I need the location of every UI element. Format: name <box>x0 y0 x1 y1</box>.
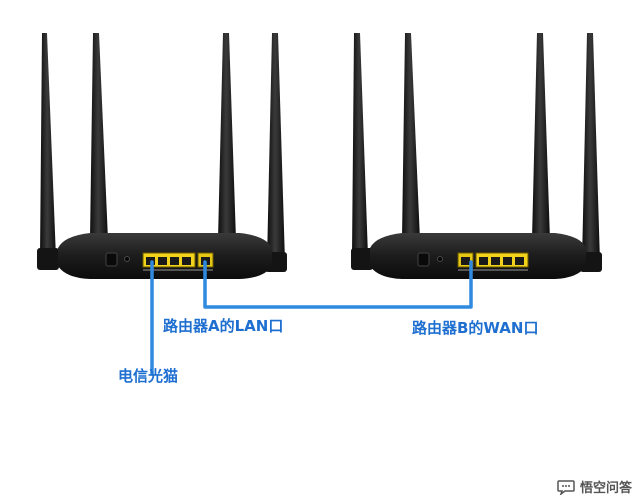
router-b-antenna <box>352 33 368 256</box>
router-a-antenna <box>40 33 56 258</box>
router-a-antenna-base <box>37 248 59 270</box>
router-b-antenna <box>402 33 420 240</box>
label-telecom-modem: 电信光猫 <box>118 367 179 385</box>
router-a-antenna <box>90 33 108 240</box>
router-a-power-port <box>105 252 118 267</box>
router-b-antenna-base <box>351 248 373 270</box>
watermark: 悟空问答 <box>557 477 632 496</box>
router-b-antenna <box>532 33 550 240</box>
router-b <box>351 33 602 279</box>
speech-bubble-icon <box>557 479 575 495</box>
router-b-antenna <box>582 33 600 262</box>
router-b-power-port <box>417 252 430 267</box>
label-router-b-wan: 路由器B的WAN口 <box>412 319 539 337</box>
router-a-reset-hole <box>124 256 130 262</box>
router-a <box>37 33 287 279</box>
label-router-a-lan: 路由器A的LAN口 <box>163 317 284 335</box>
cable-router-a-to-router-b-wan <box>203 260 473 309</box>
router-a-antenna <box>267 33 285 262</box>
watermark-text: 悟空问答 <box>579 481 632 496</box>
router-a-antenna <box>218 33 236 240</box>
router-b-reset-hole <box>437 256 443 262</box>
